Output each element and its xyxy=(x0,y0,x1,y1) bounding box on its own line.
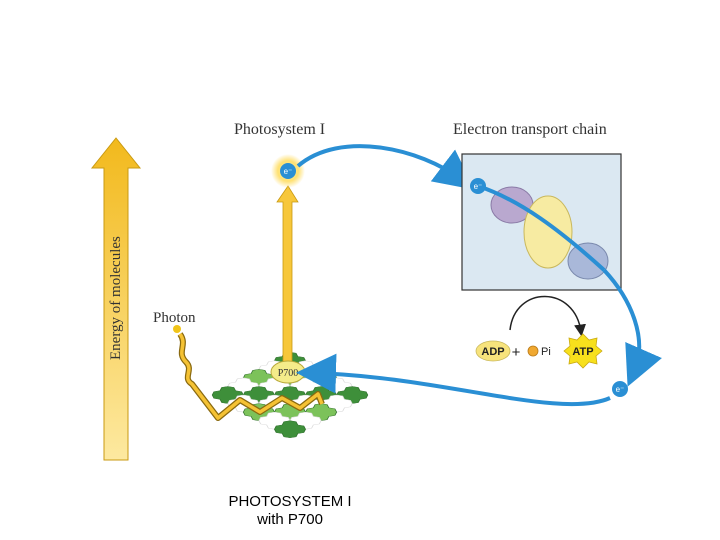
etc-protein-yellow xyxy=(523,195,573,269)
caption-line-2: with P700 xyxy=(257,511,323,528)
caption-line-1: PHOTOSYSTEM I xyxy=(228,493,352,510)
electron-symbol-top: e⁻ xyxy=(284,167,293,176)
photosystem-title: Photosystem I xyxy=(234,121,325,138)
plus-sign: + xyxy=(512,344,521,361)
adp-label: ADP xyxy=(481,346,504,358)
electron-symbol-etc: e⁻ xyxy=(474,182,483,191)
photon-label: Photon xyxy=(153,310,196,326)
photon-path xyxy=(173,325,325,421)
figure-caption: PHOTOSYSTEM I with P700 xyxy=(190,493,390,529)
atp-synthesis: ADP + Pi ATP xyxy=(475,295,603,369)
electron-arrow-down xyxy=(602,268,662,387)
energy-axis-arrow xyxy=(90,137,142,461)
atp-curved-arrow xyxy=(509,295,586,337)
electron-arrow-to-p700 xyxy=(296,353,611,407)
returning-electron: e⁻ xyxy=(612,381,628,397)
p700-reaction-center: P700 xyxy=(270,360,306,384)
chlorophyll-tile xyxy=(274,420,306,439)
etc-protein-blue xyxy=(567,242,609,280)
atp-label: ATP xyxy=(572,346,593,358)
phosphate-dot xyxy=(527,345,539,357)
etc-box: e⁻ xyxy=(461,153,622,291)
etc-title: Electron transport chain xyxy=(453,121,607,138)
p700-label: P700 xyxy=(278,368,299,379)
pi-label: Pi xyxy=(541,346,551,358)
electron-symbol-return: e⁻ xyxy=(616,385,625,394)
excitation-arrow xyxy=(276,185,299,367)
energy-axis-label: Energy of molecules xyxy=(108,236,124,360)
etc-electron-path xyxy=(477,184,606,272)
electron-arrow-to-etc xyxy=(296,144,475,190)
photon-dot xyxy=(173,325,181,333)
excited-electron: e⁻ xyxy=(271,154,305,188)
atp-burst xyxy=(563,333,603,369)
